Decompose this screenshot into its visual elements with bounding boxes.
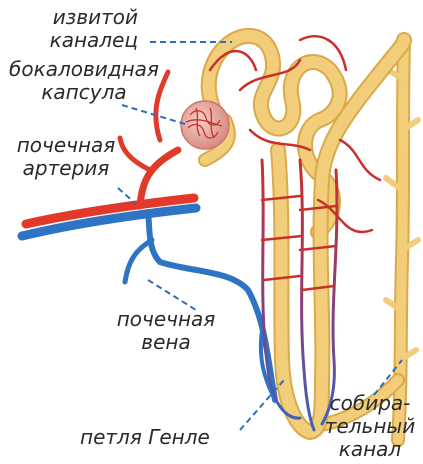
leader-vein bbox=[148, 280, 196, 310]
label-capsule-line2: капсула bbox=[0, 81, 168, 104]
label-duct-line2: тельный bbox=[318, 415, 422, 438]
label-tubule-line1: извитой bbox=[20, 6, 138, 29]
label-tubule-line2: каналец bbox=[20, 29, 138, 52]
label-capsule-line1: бокаловидная bbox=[0, 58, 168, 81]
leader-capsule bbox=[122, 105, 185, 124]
renal-vein bbox=[22, 208, 275, 400]
label-renal-artery: почечная артерия bbox=[8, 134, 124, 180]
label-vein-line1: почечная bbox=[106, 308, 226, 331]
label-collecting-duct: собира- тельный канал bbox=[318, 392, 422, 461]
label-convoluted-tubule: извитой каналец bbox=[20, 6, 138, 52]
leader-artery bbox=[118, 188, 136, 204]
label-artery-line2: артерия bbox=[8, 157, 124, 180]
label-loop-of-henle: петля Генле bbox=[80, 426, 210, 449]
label-loop-line1: петля Генле bbox=[80, 426, 210, 449]
label-artery-line1: почечная bbox=[8, 134, 124, 157]
bowman-capsule bbox=[181, 101, 229, 149]
label-renal-vein: почечная вена bbox=[106, 308, 226, 354]
label-vein-line2: вена bbox=[106, 331, 226, 354]
label-duct-line3: канал bbox=[318, 438, 422, 461]
label-bowman-capsule: бокаловидная капсула bbox=[0, 58, 168, 104]
label-duct-line1: собира- bbox=[318, 392, 422, 415]
